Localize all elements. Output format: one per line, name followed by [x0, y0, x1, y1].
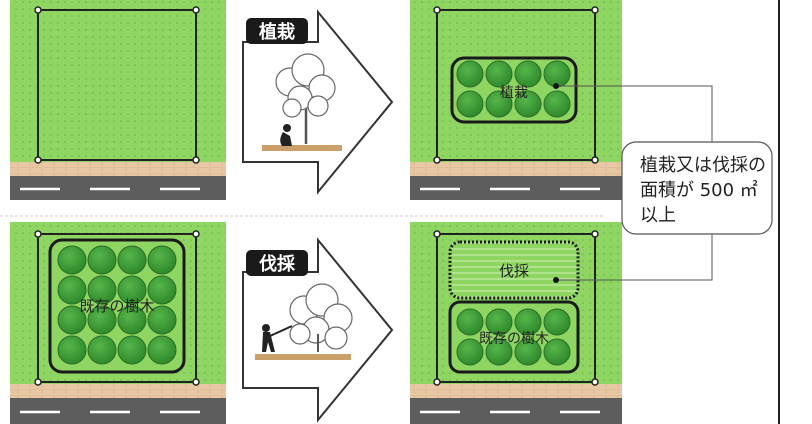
- existing-trees-right-group: [456, 308, 571, 366]
- felling-tag: 伐採: [246, 250, 308, 276]
- tree-icon: [117, 335, 147, 365]
- tree-icon: [543, 90, 571, 118]
- tree-icon: [514, 60, 542, 88]
- tree-icon: [514, 338, 542, 366]
- planted-trees-group: [456, 60, 571, 118]
- tree-icon: [57, 335, 87, 365]
- callout-box: 植栽又は伐採の 面積が 500 ㎡ 以上: [621, 141, 773, 235]
- tree-icon: [147, 245, 177, 275]
- tree-icon: [147, 305, 177, 335]
- person-cutting-tree-icon: [255, 283, 353, 360]
- tree-icon: [456, 308, 484, 336]
- leader-dot-top: [553, 83, 559, 89]
- person-planting-tree-icon: [262, 53, 342, 151]
- felled-area-label: 伐採: [499, 262, 529, 280]
- tree-icon: [57, 275, 87, 305]
- tree-icon: [456, 90, 484, 118]
- tree-icon: [117, 245, 147, 275]
- tree-icon: [87, 245, 117, 275]
- tree-icon: [57, 245, 87, 275]
- tree-icon: [57, 305, 87, 335]
- planted-area: 植栽: [450, 56, 578, 124]
- callout-line-3: 以上: [640, 205, 676, 226]
- planted-area-label: 植栽: [500, 85, 528, 101]
- planting-tag: 植栽: [246, 18, 308, 44]
- tree-icon: [117, 305, 147, 335]
- tree-icon: [147, 335, 177, 365]
- planting-tag-label: 植栽: [259, 21, 295, 43]
- existing-trees-right-label: 既存の樹木: [479, 331, 549, 347]
- tree-icon: [117, 275, 147, 305]
- existing-trees-area-left: 既存の樹木: [48, 238, 186, 374]
- parcel-before-planting: [10, 0, 226, 200]
- callout-leader-lines: [556, 85, 713, 281]
- callout-line-1: 植栽又は伐採の: [640, 155, 766, 176]
- tree-icon: [485, 60, 513, 88]
- existing-trees-left-label: 既存の樹木: [79, 297, 154, 315]
- tree-icon: [543, 338, 571, 366]
- tree-icon: [87, 335, 117, 365]
- tree-icon: [87, 305, 117, 335]
- tree-icon: [456, 60, 484, 88]
- felled-area: 伐採: [448, 240, 580, 300]
- tree-icon: [514, 90, 542, 118]
- tree-icon: [87, 275, 117, 305]
- tree-icon: [543, 308, 571, 336]
- tree-icon: [543, 60, 571, 88]
- existing-trees-left-group: [57, 245, 177, 365]
- callout-line-2: 面積が 500 ㎡: [640, 179, 758, 201]
- felling-tag-label: 伐採: [259, 253, 296, 275]
- tree-icon: [147, 275, 177, 305]
- tree-icon: [456, 338, 484, 366]
- tree-icon: [485, 308, 513, 336]
- tree-icon: [514, 308, 542, 336]
- existing-trees-area-right: 既存の樹木: [448, 300, 580, 374]
- tree-icon: [485, 90, 513, 118]
- leader-dot-bottom: [553, 277, 559, 283]
- tree-icon: [485, 338, 513, 366]
